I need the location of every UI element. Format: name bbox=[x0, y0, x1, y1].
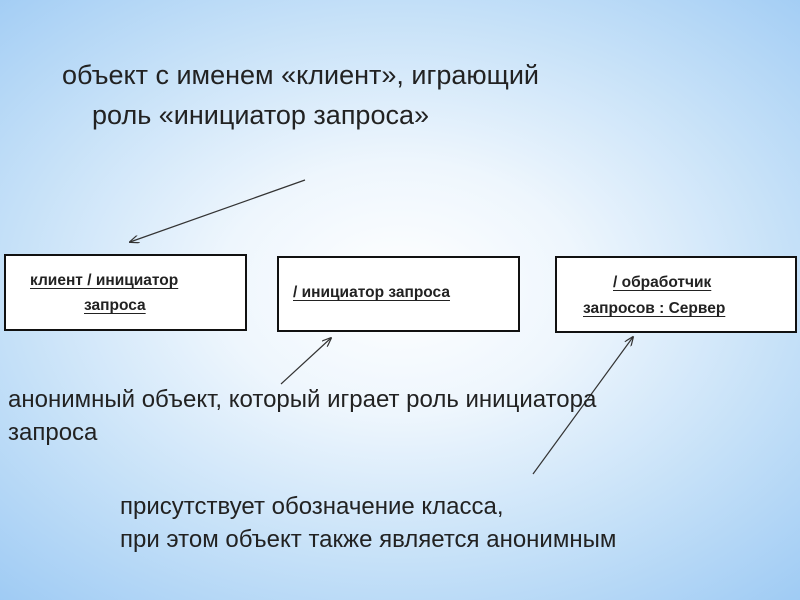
annotation-class-line-2: при этом объект также является анонимным bbox=[120, 526, 617, 553]
heading-line-1: объект с именем «клиент», играющий bbox=[62, 60, 539, 90]
object-box-anonymous-label: / инициатор запроса bbox=[293, 284, 450, 301]
arrow-to-server-box bbox=[532, 337, 633, 475]
annotation-anonymous-line-1: анонимный объект, который играет роль ин… bbox=[8, 386, 597, 413]
annotation-class-present: присутствует обозначение класса, при это… bbox=[120, 490, 790, 556]
heading-line-2: роль «инициатор запроса» bbox=[92, 100, 429, 130]
annotation-class-line-1: присутствует обозначение класса, bbox=[120, 493, 504, 520]
object-box-anonymous: / инициатор запроса bbox=[277, 256, 520, 332]
object-box-client-line-2: запроса bbox=[84, 297, 146, 314]
arrow-to-client-box bbox=[130, 179, 306, 242]
object-box-server-line-2: запросов : Сервер bbox=[583, 300, 726, 317]
heading-client-object: объект с именем «клиент», играющий роль … bbox=[62, 55, 762, 135]
object-box-client: клиент / инициатор запроса bbox=[4, 254, 247, 331]
arrow-to-anonymous-box bbox=[280, 338, 331, 385]
object-box-client-line-1: клиент / инициатор bbox=[30, 272, 179, 289]
annotation-anonymous-object: анонимный объект, который играет роль ин… bbox=[8, 383, 798, 449]
annotation-anonymous-line-2: запроса bbox=[8, 419, 98, 446]
object-box-server-line-1: / обработчик bbox=[613, 274, 712, 291]
object-box-server: / обработчик запросов : Сервер bbox=[555, 256, 797, 333]
